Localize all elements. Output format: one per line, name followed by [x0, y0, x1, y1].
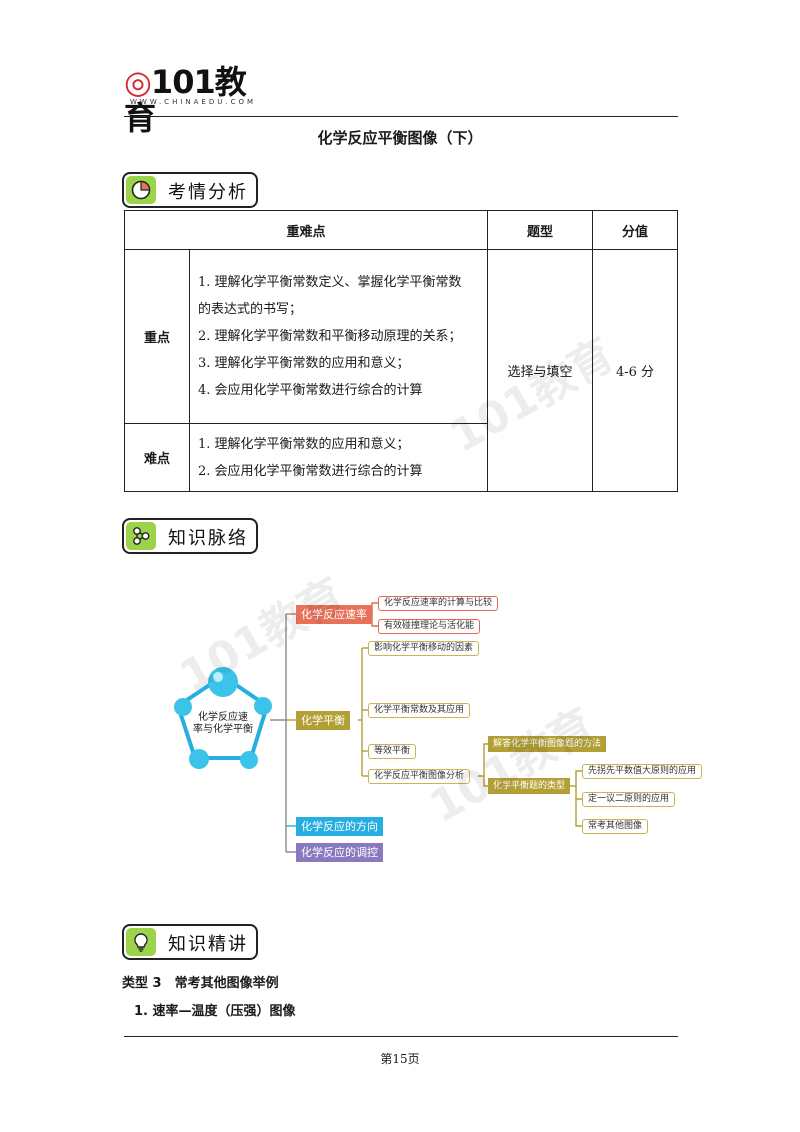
list-item: 2. 理解化学平衡常数和平衡移动原理的关系； — [198, 329, 462, 344]
type-heading: 类型 3 常考其他图像举例 — [122, 976, 279, 991]
network-icon — [126, 522, 156, 550]
row-label-key: 重点 — [124, 249, 190, 424]
mind-map-center: 化学反应速率与化学平衡 — [193, 712, 253, 735]
document-title: 化学反应平衡图像（下） — [317, 129, 483, 147]
list-item: 1. 理解化学平衡常数的应用和意义； — [198, 436, 410, 452]
list-item: 4. 会应用化学平衡常数进行综合的计算 — [198, 383, 423, 398]
leaf-first-turn-rule: 先拐先平数值大原则的应用 — [582, 764, 703, 779]
section-header-knowledge-detail: 知识精讲 — [122, 924, 258, 960]
section-title: 考情分析 — [168, 182, 248, 203]
leaf-graph-analysis: 化学反应平衡图像分析 — [368, 769, 471, 784]
leaf-fix-one-rule: 定一议二原则的应用 — [582, 792, 676, 807]
sub-branch-types: 化学平衡题的类型 — [488, 778, 571, 794]
footer-rule — [124, 1036, 678, 1037]
section-title: 知识脉络 — [168, 528, 248, 549]
question-type-value: 选择与填空 — [487, 249, 593, 492]
pie-chart-icon — [126, 176, 156, 204]
leaf-equivalent-equilibrium: 等效平衡 — [368, 744, 417, 759]
list-item: 的表达式的书写； — [198, 302, 303, 317]
lightbulb-icon — [126, 928, 156, 956]
branch-reaction-rate: 化学反应速率 — [296, 605, 372, 624]
logo-text: ◎101教育 — [124, 63, 247, 137]
score-value: 4-6 分 — [592, 249, 678, 492]
leaf-equilibrium-constant: 化学平衡常数及其应用 — [368, 703, 471, 718]
leaf-collision-theory: 有效碰撞理论与活化能 — [378, 619, 481, 634]
branch-reaction-direction: 化学反应的方向 — [296, 817, 383, 836]
sub-branch-method: 解答化学平衡图像题的方法 — [488, 736, 607, 752]
list-item: 2. 会应用化学平衡常数进行综合的计算 — [198, 463, 423, 479]
section-title: 知识精讲 — [168, 934, 248, 955]
leaf-other-graphs: 常考其他图像 — [582, 819, 649, 834]
analysis-table: 重难点 题型 分值 重点 1. 理解化学平衡常数定义、掌握化学平衡常数 的表达式… — [124, 210, 678, 492]
header-rule — [124, 116, 678, 117]
difficult-points-list: 1. 理解化学平衡常数的应用和意义； 2. 会应用化学平衡常数进行综合的计算 — [189, 423, 488, 492]
leaf-equilibrium-factors: 影响化学平衡移动的因素 — [368, 641, 480, 656]
list-item: 3. 理解化学平衡常数的应用和意义； — [198, 356, 410, 371]
logo-url: WWW.CHINAEDU.COM — [130, 98, 257, 106]
list-item: 1. 理解化学平衡常数定义、掌握化学平衡常数 — [198, 275, 462, 290]
brand-logo: ◎101教育 WWW.CHINAEDU.COM — [124, 64, 264, 136]
page-number: 第15页 — [380, 1052, 420, 1066]
section-header-analysis: 考情分析 — [122, 172, 258, 208]
section-header-knowledge-map: 知识脉络 — [122, 518, 258, 554]
branch-equilibrium: 化学平衡 — [296, 711, 350, 730]
header-key-points: 重难点 — [124, 210, 488, 250]
header-score: 分值 — [592, 210, 678, 250]
leaf-rate-calc: 化学反应速率的计算与比较 — [378, 596, 499, 611]
branch-reaction-control: 化学反应的调控 — [296, 843, 383, 862]
row-label-difficult: 难点 — [124, 423, 190, 492]
subheading: 1. 速率—温度（压强）图像 — [134, 1004, 296, 1019]
molecule-graphic — [174, 667, 272, 769]
